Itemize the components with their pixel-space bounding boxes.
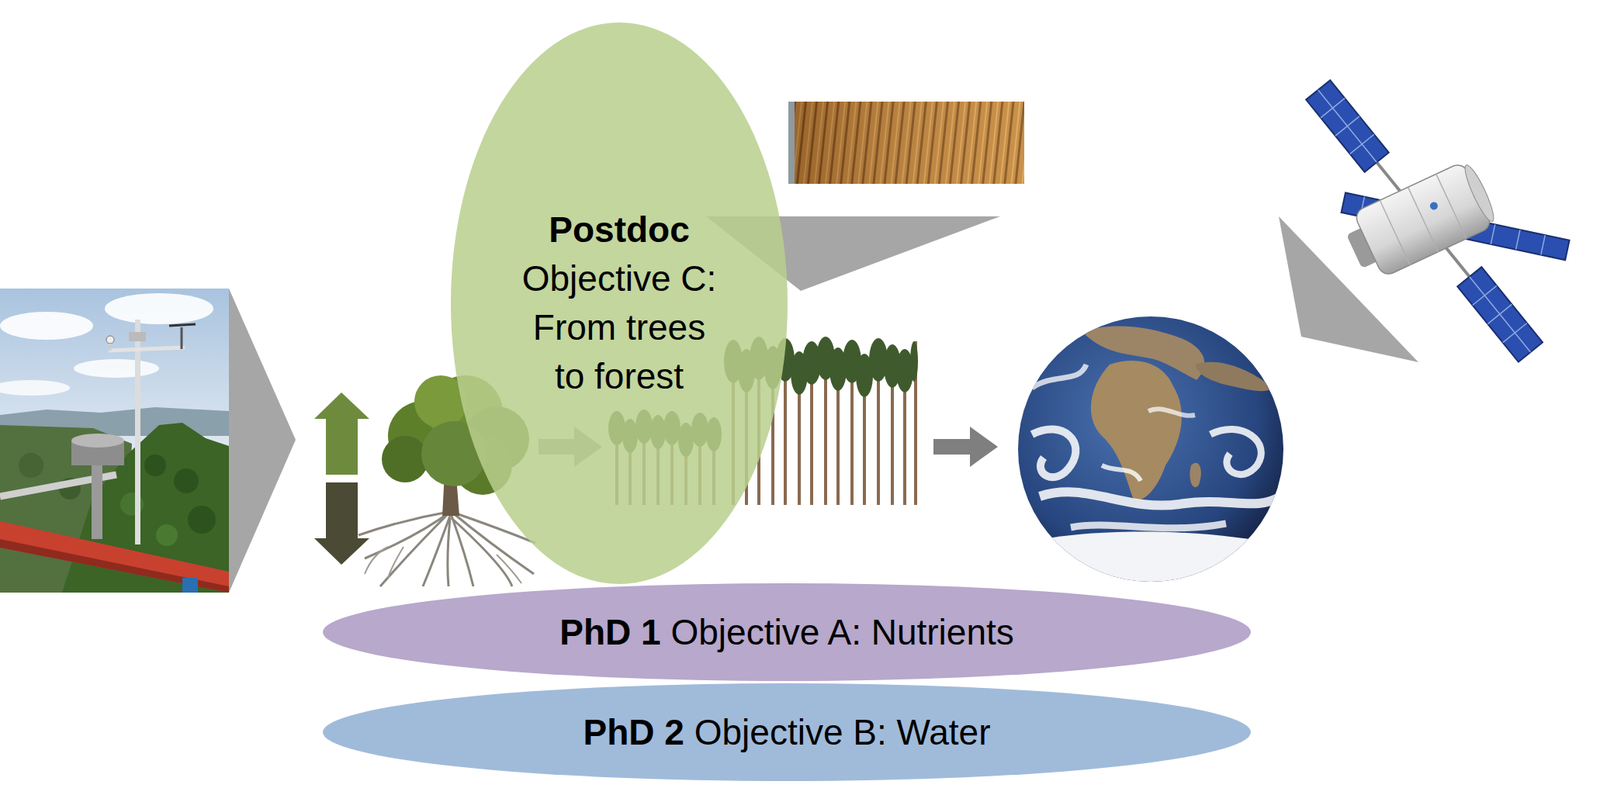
objective-text: Objective C: From trees to forest xyxy=(517,254,721,402)
earth-globe-part-part xyxy=(1070,523,1226,529)
weather-station-photo xyxy=(0,288,229,593)
satellite-illustration-part-part xyxy=(1457,266,1543,362)
weather-station-photo-part xyxy=(91,461,103,540)
weather-station-photo-part xyxy=(182,578,198,593)
earth-globe-part-part xyxy=(1024,532,1289,590)
weather-station-photo-part xyxy=(180,327,184,350)
forest-illustration-part-part xyxy=(910,341,918,382)
earth-globe-part-part xyxy=(1032,364,1087,388)
earth-globe-part-part xyxy=(1189,463,1201,488)
weather-station-photo-part xyxy=(0,380,70,396)
earth-globe-part-part xyxy=(1032,429,1076,478)
earth-globe-part-part xyxy=(1039,491,1281,506)
tree-ring-photo-part xyxy=(788,101,795,184)
weather-station-photo-part xyxy=(0,521,229,593)
objective-ellipse: PhD 2Objective B: Water xyxy=(322,683,1251,782)
tree-ring-photo-part xyxy=(788,101,1025,184)
node-content: PhD 1Objective A: Nutrients xyxy=(322,583,1251,682)
weather-station-photo-part xyxy=(169,324,196,326)
objective-text: Objective A: Nutrients xyxy=(670,608,1014,658)
satellite-illustration-part-part xyxy=(1305,79,1389,172)
objective-ellipse: PhD 1Objective A: Nutrients xyxy=(322,583,1251,682)
ellipse-fill xyxy=(322,683,1251,782)
role-heading: Postdoc xyxy=(548,205,690,255)
gray-pointer xyxy=(228,288,296,593)
weather-station-photo-part xyxy=(108,347,185,351)
earth-globe-part-part xyxy=(1210,429,1261,475)
tree-illustration-part xyxy=(364,547,522,584)
text-group: PhD 1Objective A: Nutrients xyxy=(559,608,1015,658)
satellite-illustration-part-part xyxy=(1305,79,1389,172)
text-group: PostdocObjective C: From trees to forest xyxy=(517,205,721,402)
satellite-illustration-part-part xyxy=(1457,266,1543,362)
satellite-illustration-part-part xyxy=(1490,224,1545,255)
weather-station-photo-part xyxy=(187,505,216,534)
node-content: PhD 2Objective B: Water xyxy=(322,683,1251,782)
tree-ring-photo-part xyxy=(788,101,1025,184)
weather-station-photo-part xyxy=(0,311,94,340)
tree-ring-photo xyxy=(788,101,1025,184)
node-content: PostdocObjective C: From trees to forest xyxy=(450,22,788,585)
earth-globe-part-part xyxy=(1101,465,1141,482)
satellite-illustration-part-part xyxy=(1428,200,1439,212)
earth-globe-part-part xyxy=(1194,362,1273,392)
up-arrow xyxy=(314,392,370,475)
role-heading: PhD 1 xyxy=(559,608,661,658)
earth-globe-part-part xyxy=(1090,360,1182,500)
down-arrow xyxy=(314,482,370,565)
role-heading: PhD 2 xyxy=(583,708,685,758)
satellite-illustration-part-part xyxy=(1379,173,1466,265)
ellipse-fill xyxy=(322,583,1251,682)
satellite-illustration-part xyxy=(1339,158,1500,284)
tree-illustration-part xyxy=(358,512,536,587)
objective-ellipse: PostdocObjective C: From trees to forest xyxy=(450,22,788,585)
satellite-illustration xyxy=(1305,79,1569,362)
satellite-illustration-part-part xyxy=(1460,162,1498,225)
weather-station-photo-part xyxy=(73,359,160,378)
weather-station-photo-part xyxy=(106,335,115,344)
satellite-illustration-part xyxy=(1305,79,1543,362)
weather-station-photo-part xyxy=(135,319,141,545)
weather-station-photo-part xyxy=(128,332,146,342)
tree-illustration-part xyxy=(381,436,429,483)
earth-globe-part-part xyxy=(1148,408,1195,416)
gray-arrow xyxy=(933,426,998,468)
weather-station-photo-part xyxy=(109,343,112,351)
weather-station-photo-part xyxy=(0,539,229,593)
text-group: PhD 2Objective B: Water xyxy=(583,708,991,758)
weather-station-photo-part xyxy=(0,288,229,593)
weather-station-photo-part xyxy=(18,453,44,478)
weather-station-photo-part xyxy=(155,524,178,547)
weather-station-photo-part xyxy=(144,454,167,477)
objective-text: Objective B: Water xyxy=(694,708,991,758)
weather-station-photo-part xyxy=(104,293,214,325)
weather-station-photo-part xyxy=(71,433,125,448)
ellipse-outline xyxy=(450,22,788,585)
weather-station-photo-part xyxy=(173,468,199,494)
earth-globe xyxy=(1018,316,1289,590)
ellipse-fill xyxy=(450,22,788,585)
earth-globe-part xyxy=(1024,326,1289,590)
